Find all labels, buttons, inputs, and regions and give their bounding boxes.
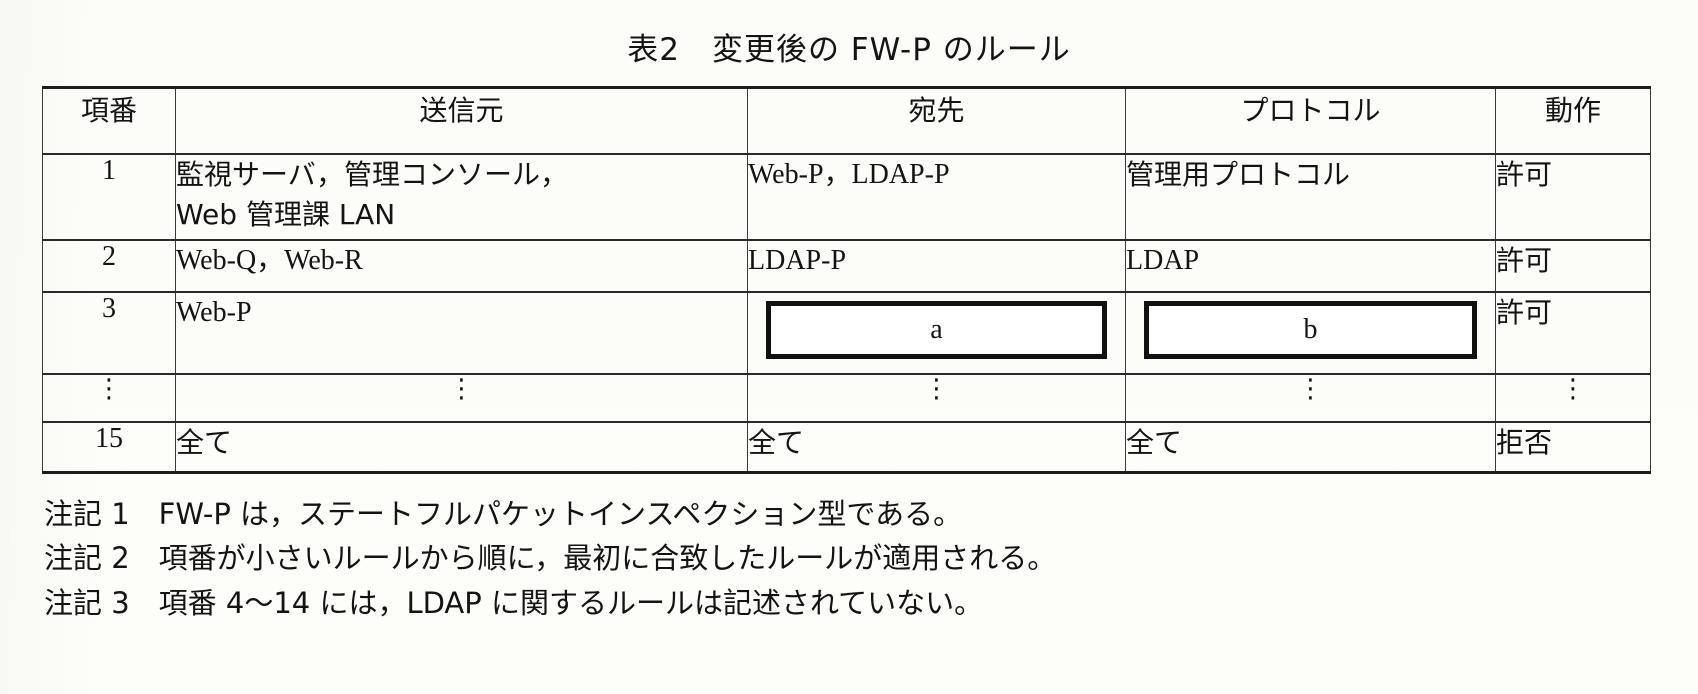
note-item-2: 注記 2 項番が小さいルールから順に，最初に合致したルールが適用される。	[44, 541, 1057, 576]
rule-source-cell: Web-P	[175, 291, 748, 375]
rule-action-cell: 許可	[1495, 291, 1651, 375]
fw-p-rules-table: 項番 送信元 宛先 プロトコル 動作 1 監視サーバ，管理コンソール， Web …	[42, 86, 1651, 474]
answer-box-wrapper-b: b	[1126, 293, 1495, 369]
column-header-source: 送信元	[175, 86, 748, 155]
ellipsis-no-cell: ⋮	[42, 373, 176, 423]
ellipsis-action-cell: ⋮	[1495, 373, 1651, 423]
vertical-ellipsis-icon: ⋮	[96, 374, 122, 404]
table-header-row: 項番 送信元 宛先 プロトコル 動作	[42, 86, 1651, 155]
rule-no-cell: 1	[42, 153, 176, 241]
table-row: 15 全て 全て 全て 拒否	[42, 421, 1651, 474]
rule-no-cell: 2	[42, 239, 176, 293]
vertical-ellipsis-icon: ⋮	[1560, 374, 1586, 404]
rule-source-cell: 監視サーバ，管理コンソール， Web 管理課 LAN	[175, 153, 748, 241]
table-row: 2 Web-Q，Web-R LDAP-P LDAP 許可	[42, 239, 1651, 293]
rule-protocol-cell: 管理用プロトコル	[1125, 153, 1496, 241]
ellipsis-source-cell: ⋮	[175, 373, 748, 423]
column-header-protocol: プロトコル	[1125, 86, 1496, 155]
rule-protocol-cell: 全て	[1125, 421, 1496, 474]
column-header-action: 動作	[1495, 86, 1651, 155]
answer-box-wrapper-a: a	[748, 293, 1125, 369]
rule-source-cell: 全て	[175, 421, 748, 474]
rule-destination-cell: a	[747, 291, 1126, 375]
rule-action-cell: 拒否	[1495, 421, 1651, 474]
column-header-destination: 宛先	[747, 86, 1126, 155]
note-item-1: 注記 1 FW-P は，ステートフルパケットインスペクション型である。	[44, 497, 963, 531]
answer-blank-a[interactable]: a	[766, 301, 1107, 359]
rule-destination-cell: 全て	[747, 421, 1126, 474]
rule-action-cell: 許可	[1495, 153, 1651, 241]
column-header-no: 項番	[42, 86, 176, 155]
answer-blank-b[interactable]: b	[1144, 301, 1477, 359]
rule-destination-cell: LDAP-P	[747, 239, 1126, 293]
note-item-3: 注記 3 項番 4～14 には，LDAP に関するルールは記述されていない。	[44, 585, 984, 620]
rule-source-cell: Web-Q，Web-R	[175, 239, 748, 293]
ellipsis-destination-cell: ⋮	[747, 373, 1126, 423]
rule-protocol-cell: LDAP	[1125, 239, 1496, 293]
table-title: 表2 変更後の FW-P のルール	[627, 32, 1071, 68]
vertical-ellipsis-icon: ⋮	[448, 374, 475, 404]
vertical-ellipsis-icon: ⋮	[923, 374, 950, 404]
vertical-ellipsis-icon: ⋮	[1297, 374, 1324, 404]
table-row: 3 Web-P a b 許可	[42, 291, 1651, 375]
rule-protocol-cell: b	[1125, 291, 1496, 375]
table-notes: 注記 1 FW-P は，ステートフルパケットインスペクション型である。 注記 2…	[44, 492, 1644, 625]
table-row: 1 監視サーバ，管理コンソール， Web 管理課 LAN Web-P，LDAP-…	[42, 153, 1651, 241]
table-row-ellipsis: ⋮ ⋮ ⋮ ⋮ ⋮	[42, 373, 1651, 423]
ellipsis-protocol-cell: ⋮	[1125, 373, 1496, 423]
rule-action-cell: 許可	[1495, 239, 1651, 293]
rule-no-cell: 3	[42, 291, 176, 375]
rule-destination-cell: Web-P，LDAP-P	[747, 153, 1126, 241]
rule-no-cell: 15	[42, 421, 176, 474]
